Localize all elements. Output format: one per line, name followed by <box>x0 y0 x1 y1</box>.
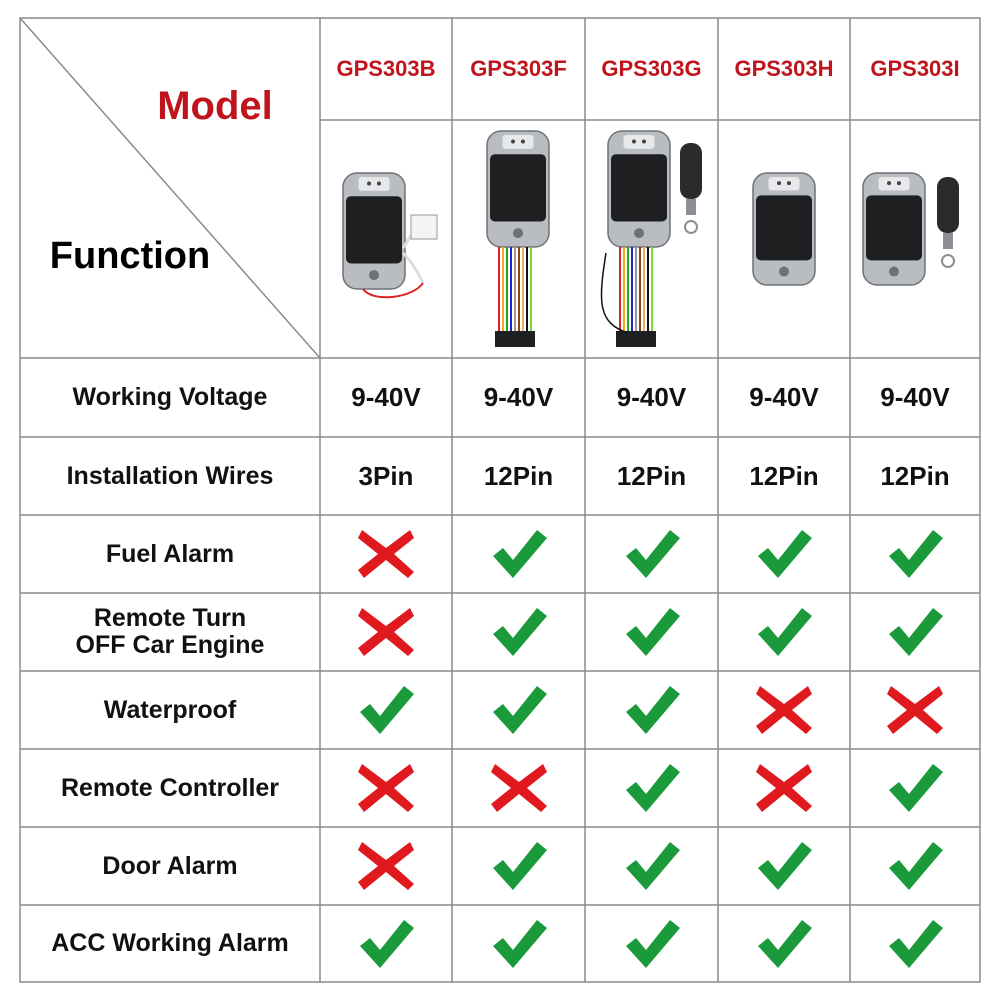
model-name-gps303i: GPS303I <box>870 56 960 81</box>
model-name-gps303f: GPS303F <box>470 56 567 81</box>
cross-icon <box>887 686 943 734</box>
model-name-gps303b: GPS303B <box>336 56 436 81</box>
row-label: Installation Wires <box>66 461 274 490</box>
row-label: Remote Controller <box>60 773 280 802</box>
cell-value: 9-40V <box>483 382 554 412</box>
check-icon <box>625 842 680 890</box>
check-icon <box>492 530 547 578</box>
check-icon <box>360 919 414 968</box>
cell-value: 12Pin <box>749 460 819 491</box>
cell-value: 9-40V <box>749 382 819 412</box>
cell-value: 12Pin <box>616 460 687 491</box>
check-icon <box>889 919 943 968</box>
check-icon <box>758 919 812 968</box>
check-icon <box>889 764 943 812</box>
cell-value: 9-40V <box>616 382 687 412</box>
check-icon <box>889 608 943 656</box>
tracker-with-12pin-wire-harness-icon <box>486 130 550 347</box>
cell-value: 9-40V <box>880 382 950 412</box>
cross-icon <box>358 608 414 656</box>
check-icon <box>492 919 547 968</box>
cross-icon <box>358 530 414 578</box>
check-icon <box>889 842 943 890</box>
cross-icon <box>358 764 414 812</box>
cross-icon <box>358 842 414 890</box>
tracker-with-3pin-connector-icon <box>342 172 438 299</box>
row-label: Remote Turn OFF Car Engine <box>75 604 265 659</box>
function-header: Function <box>49 234 211 277</box>
row-label: ACC Working Alarm <box>51 929 289 957</box>
check-icon <box>625 686 680 734</box>
row-label: Door Alarm <box>102 851 238 880</box>
check-icon <box>492 608 547 656</box>
check-icon <box>492 842 547 890</box>
check-icon <box>625 764 680 812</box>
cell-value: 12Pin <box>483 460 554 491</box>
tracker-icon <box>752 172 816 286</box>
check-icon <box>625 608 680 656</box>
model-name-gps303h: GPS303H <box>734 56 834 81</box>
row-label: Fuel Alarm <box>105 539 235 568</box>
check-icon <box>492 686 547 734</box>
cross-icon <box>490 764 547 812</box>
check-icon <box>758 530 812 578</box>
check-icon <box>889 530 943 578</box>
tracker-with-remote-icon <box>862 172 959 286</box>
cell-value: 3Pin <box>358 460 414 491</box>
cell-value: 12Pin <box>880 460 950 491</box>
check-icon <box>360 686 414 734</box>
check-icon <box>625 530 680 578</box>
model-name-gps303g: GPS303G <box>601 56 702 81</box>
row-label: Waterproof <box>103 695 237 724</box>
row-label: Working Voltage <box>72 383 268 411</box>
cross-icon <box>756 686 812 734</box>
check-icon <box>625 919 680 968</box>
model-header: Model <box>157 83 273 128</box>
tracker-with-wire-harness-and-remote-icon <box>600 130 702 347</box>
cell-value: 9-40V <box>351 382 421 412</box>
cross-icon <box>756 764 812 812</box>
check-icon <box>758 842 812 890</box>
check-icon <box>758 608 812 656</box>
